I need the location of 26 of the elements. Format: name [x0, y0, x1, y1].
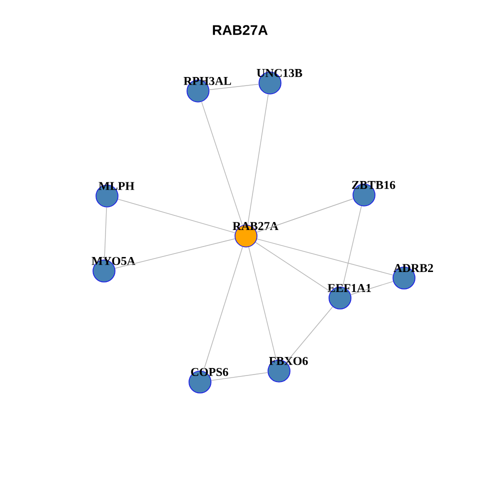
connector-line [201, 101, 243, 226]
gene-label: COPS6 [191, 368, 228, 376]
connector-line [248, 246, 277, 360]
gene-label: ZBTB16 [352, 180, 396, 190]
connector-line [350, 281, 394, 295]
connector-line [256, 198, 354, 233]
connector-line [256, 238, 394, 276]
connector-line [255, 242, 331, 292]
connector-line [342, 206, 362, 288]
connector-line [104, 207, 107, 260]
connector-line [118, 198, 236, 234]
connector-line [210, 372, 268, 381]
chart-title: RAB27A [212, 25, 268, 35]
gene-label: RPH3AL [184, 76, 231, 86]
gene-label: MLPH [98, 182, 134, 190]
gene-label: ADRB2 [394, 264, 433, 272]
gene-label: RAB27A [232, 222, 278, 230]
gene-label: EEF1A1 [328, 284, 371, 292]
gene-label: FBXO6 [269, 356, 308, 366]
connector-line [203, 246, 243, 372]
connector-line [247, 94, 269, 226]
connector-line [286, 306, 334, 363]
connector-line [114, 238, 236, 269]
connector-line [208, 84, 260, 90]
gene-label: MYO5A [92, 256, 136, 266]
gene-label: UNC13B [256, 68, 302, 78]
